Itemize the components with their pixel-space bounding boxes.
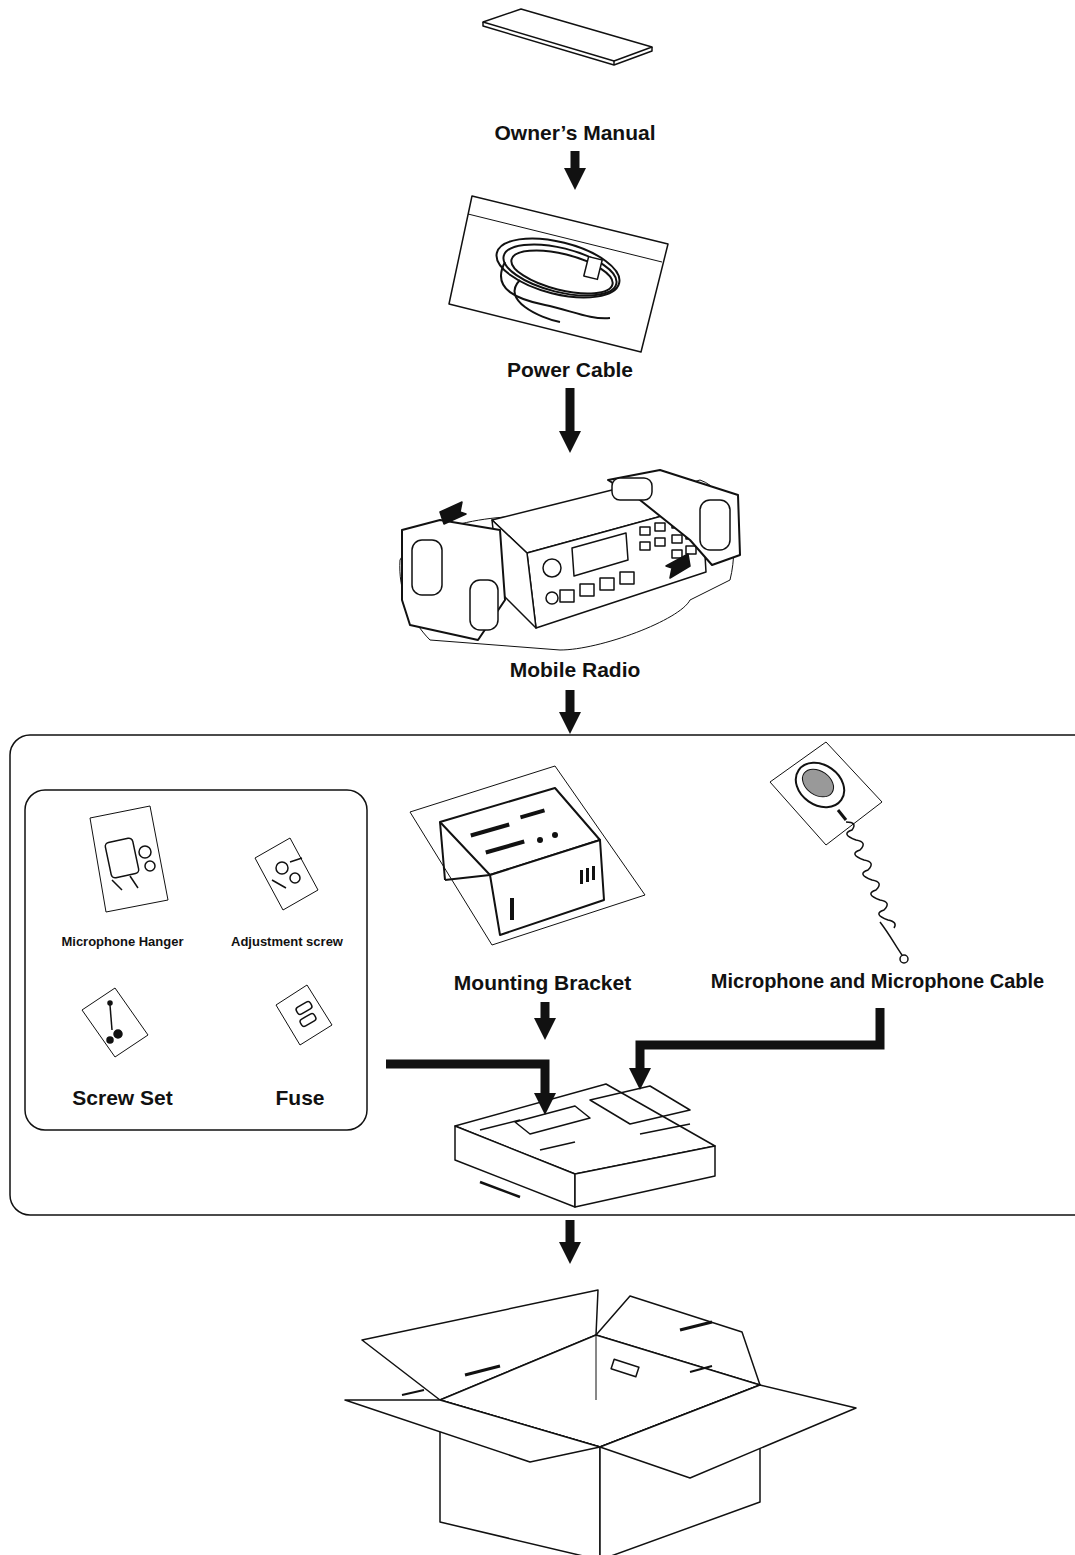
item-label: Power Cable <box>507 357 633 382</box>
item-label: Owner’s Manual <box>494 120 655 145</box>
bracket-drawing <box>410 766 645 945</box>
packing-arrows <box>386 690 880 1242</box>
microphone-drawing <box>770 742 908 963</box>
manual-drawing <box>483 9 652 65</box>
item-label: Adjustment screw <box>231 934 343 950</box>
flow-arrow <box>566 388 575 431</box>
item-caption-box: Microphone Hanger <box>40 805 205 950</box>
item-caption-box: Adjustment screw <box>212 805 362 950</box>
item-label: Fuse <box>275 1085 324 1110</box>
flow-arrow <box>571 151 580 168</box>
item-caption-box: Power Cable <box>440 192 700 382</box>
item-caption-box: Microphone and Microphone Cable <box>685 735 1070 993</box>
fuse-drawing <box>276 985 332 1045</box>
screw-set-drawing <box>82 988 148 1057</box>
item-caption-box: Owner’s Manual <box>470 5 680 145</box>
item-caption-box: Mounting Bracket <box>400 760 685 995</box>
radio-drawing <box>400 470 740 650</box>
item-label: Microphone Hanger <box>61 934 183 950</box>
item-label: Mobile Radio <box>510 657 641 682</box>
power-cable-drawing <box>449 196 668 352</box>
item-label: Mounting Bracket <box>454 970 631 995</box>
carton-drawing <box>345 1290 856 1555</box>
item-label: Microphone and Microphone Cable <box>711 969 1044 993</box>
tray-drawing <box>455 1084 715 1207</box>
adjust-screw-drawing <box>255 838 318 910</box>
item-caption-box: Screw Set <box>50 975 195 1110</box>
hanger-drawing <box>90 806 168 912</box>
small-parts-group <box>25 790 367 1130</box>
accessory-group <box>10 735 1075 1215</box>
item-caption-box: Fuse <box>240 975 360 1110</box>
item-caption-box: Mobile Radio <box>390 455 760 682</box>
item-label: Screw Set <box>72 1085 172 1110</box>
